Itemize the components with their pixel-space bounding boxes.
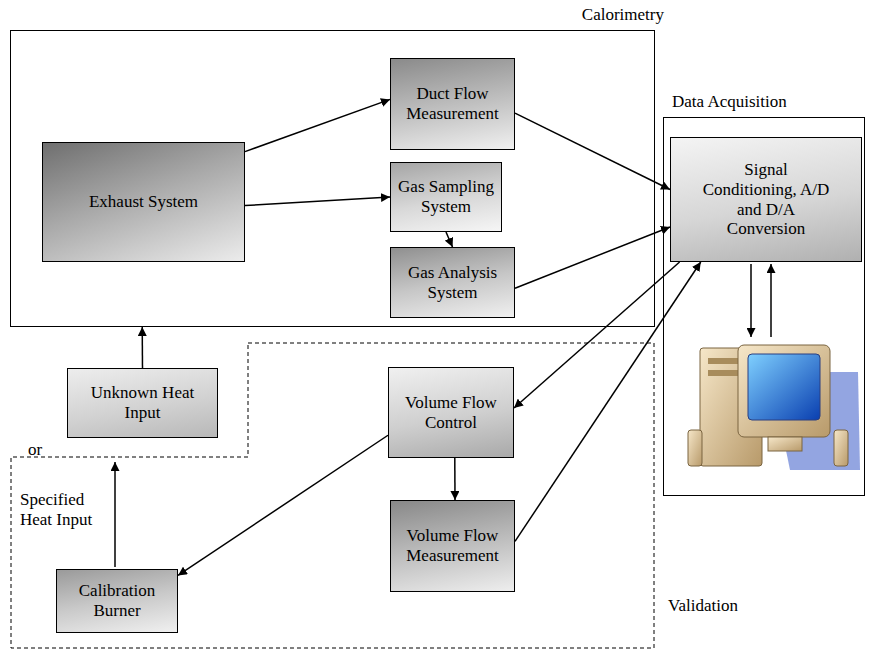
computer-illustration — [688, 345, 860, 470]
process-box: Volume Flow Control — [388, 367, 514, 458]
box-label: Volume Flow Control — [401, 393, 501, 432]
box-label: Duct Flow Measurement — [397, 84, 509, 123]
connector-word: or — [28, 440, 42, 460]
region-heading: Data Acquisition — [672, 93, 787, 112]
flow-arrow — [178, 435, 388, 575]
box-label: Gas Analysis System — [398, 263, 508, 302]
region-heading: Validation — [668, 597, 738, 616]
speaker — [834, 430, 848, 466]
process-box: Calibration Burner — [56, 569, 178, 633]
flow-arrow — [515, 227, 670, 288]
speaker — [688, 430, 702, 466]
box-label: Signal Conditioning, A/D and D/A Convers… — [701, 160, 831, 238]
data-arrow — [750, 264, 752, 337]
dashed-border — [11, 343, 654, 648]
box-label: Gas Sampling System — [396, 177, 496, 216]
process-box: Gas Sampling System — [390, 162, 502, 232]
flow-arrow — [446, 232, 453, 247]
process-box: Duct Flow Measurement — [390, 58, 515, 150]
box-label: Exhaust System — [89, 192, 198, 212]
flow-arrow — [515, 113, 670, 189]
flow-arrow — [245, 197, 390, 206]
box-label: Volume Flow Measurement — [397, 526, 509, 565]
process-box: Gas Analysis System — [390, 247, 515, 318]
box-label: Calibration Burner — [67, 581, 167, 620]
flow-arrow — [454, 458, 456, 500]
monitor-stand — [768, 437, 802, 451]
data-arrow — [770, 264, 772, 337]
process-box: Signal Conditioning, A/D and D/A Convers… — [670, 137, 862, 262]
data-acquisition-region: Signal Conditioning, A/D and D/A Convers… — [663, 117, 865, 496]
flow-arrow — [245, 99, 390, 151]
flow-label: Specified Heat Input — [20, 490, 102, 529]
calorimetry-region: Exhaust System Duct Flow MeasurementGas S… — [10, 30, 655, 327]
monitor-screen — [748, 354, 820, 420]
flow-arrow — [141, 327, 143, 368]
process-box: Exhaust System — [42, 142, 245, 262]
input-box: Unknown Heat Input — [67, 368, 218, 438]
region-heading: Calorimetry — [582, 6, 664, 25]
flow-arrow — [515, 262, 701, 541]
monitor-body — [738, 345, 830, 437]
process-box: Volume Flow Measurement — [390, 500, 515, 592]
box-label: Unknown Heat Input — [88, 383, 198, 422]
heat-arrow — [114, 462, 116, 567]
